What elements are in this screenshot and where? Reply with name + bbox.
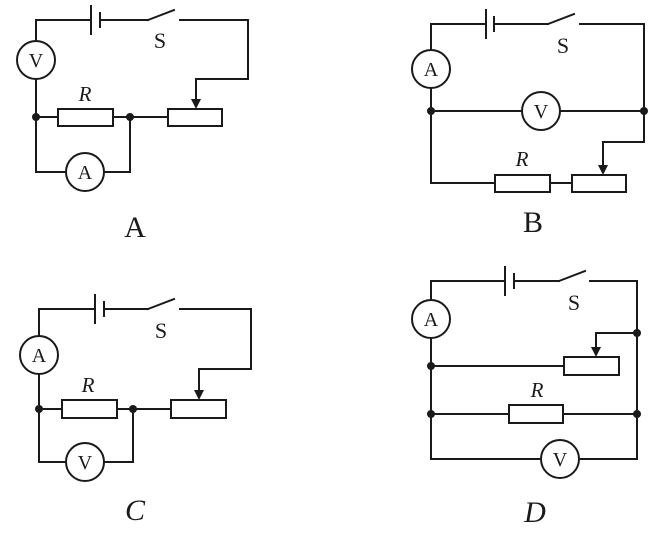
switch-label: S bbox=[154, 28, 166, 53]
wires bbox=[38, 308, 252, 463]
battery-icon bbox=[90, 5, 101, 35]
svg-text:V: V bbox=[553, 449, 568, 471]
resistor-label: R bbox=[530, 378, 544, 402]
resistor-icon bbox=[494, 174, 551, 193]
rheostat-icon bbox=[167, 99, 223, 127]
resistor-label: R bbox=[78, 82, 92, 106]
voltmeter-icon: V bbox=[65, 442, 105, 482]
voltmeter-icon: V bbox=[521, 91, 561, 131]
option-label-c[interactable]: C bbox=[125, 494, 146, 527]
option-label-d[interactable]: D bbox=[523, 496, 546, 529]
rheostat-icon bbox=[170, 390, 227, 419]
ammeter-icon: A bbox=[411, 49, 451, 89]
resistor-label: R bbox=[81, 373, 95, 397]
svg-text:V: V bbox=[534, 101, 549, 123]
junction-node bbox=[427, 410, 435, 418]
resistor-icon bbox=[61, 399, 118, 419]
ammeter-icon: A bbox=[411, 299, 451, 339]
wires bbox=[430, 280, 638, 460]
rheostat-icon bbox=[563, 347, 620, 376]
switch-label: S bbox=[155, 318, 167, 343]
junction-node bbox=[640, 107, 648, 115]
rheostat-icon bbox=[571, 165, 627, 193]
switch-icon[interactable] bbox=[146, 8, 176, 22]
circuit-d: S A R V D bbox=[411, 266, 641, 529]
svg-text:A: A bbox=[424, 309, 439, 331]
junction-node bbox=[32, 113, 40, 121]
svg-text:A: A bbox=[424, 59, 439, 81]
voltmeter-icon: V bbox=[540, 439, 580, 479]
junction-node bbox=[633, 329, 641, 337]
option-label-a[interactable]: A bbox=[124, 211, 146, 244]
switch-icon[interactable] bbox=[546, 12, 576, 26]
junction-node bbox=[427, 107, 435, 115]
voltmeter-icon: V bbox=[16, 40, 56, 80]
wires bbox=[35, 19, 249, 173]
battery-icon bbox=[485, 9, 495, 39]
switch-icon[interactable] bbox=[557, 269, 587, 283]
svg-text:V: V bbox=[78, 452, 93, 474]
circuit-b: S A V R B bbox=[411, 9, 648, 239]
resistor-icon bbox=[508, 404, 564, 424]
junction-node bbox=[126, 113, 134, 121]
switch-label: S bbox=[557, 33, 569, 58]
junction-node bbox=[129, 405, 137, 413]
ammeter-icon: A bbox=[19, 335, 59, 375]
switch-icon[interactable] bbox=[146, 297, 176, 311]
junction-node bbox=[427, 362, 435, 370]
battery-icon bbox=[504, 266, 515, 296]
circuit-a: S V R A A bbox=[16, 5, 249, 244]
svg-text:V: V bbox=[29, 50, 44, 72]
svg-text:A: A bbox=[78, 162, 93, 184]
circuit-c: S A R V C bbox=[19, 294, 252, 527]
wires bbox=[430, 23, 645, 184]
battery-icon bbox=[94, 294, 105, 324]
option-label-b[interactable]: B bbox=[523, 206, 543, 239]
ammeter-icon: A bbox=[65, 152, 105, 192]
resistor-icon bbox=[57, 108, 114, 127]
junction-node bbox=[633, 410, 641, 418]
junction-node bbox=[35, 405, 43, 413]
resistor-label: R bbox=[515, 147, 529, 171]
svg-text:A: A bbox=[32, 345, 47, 367]
switch-label: S bbox=[568, 290, 580, 315]
